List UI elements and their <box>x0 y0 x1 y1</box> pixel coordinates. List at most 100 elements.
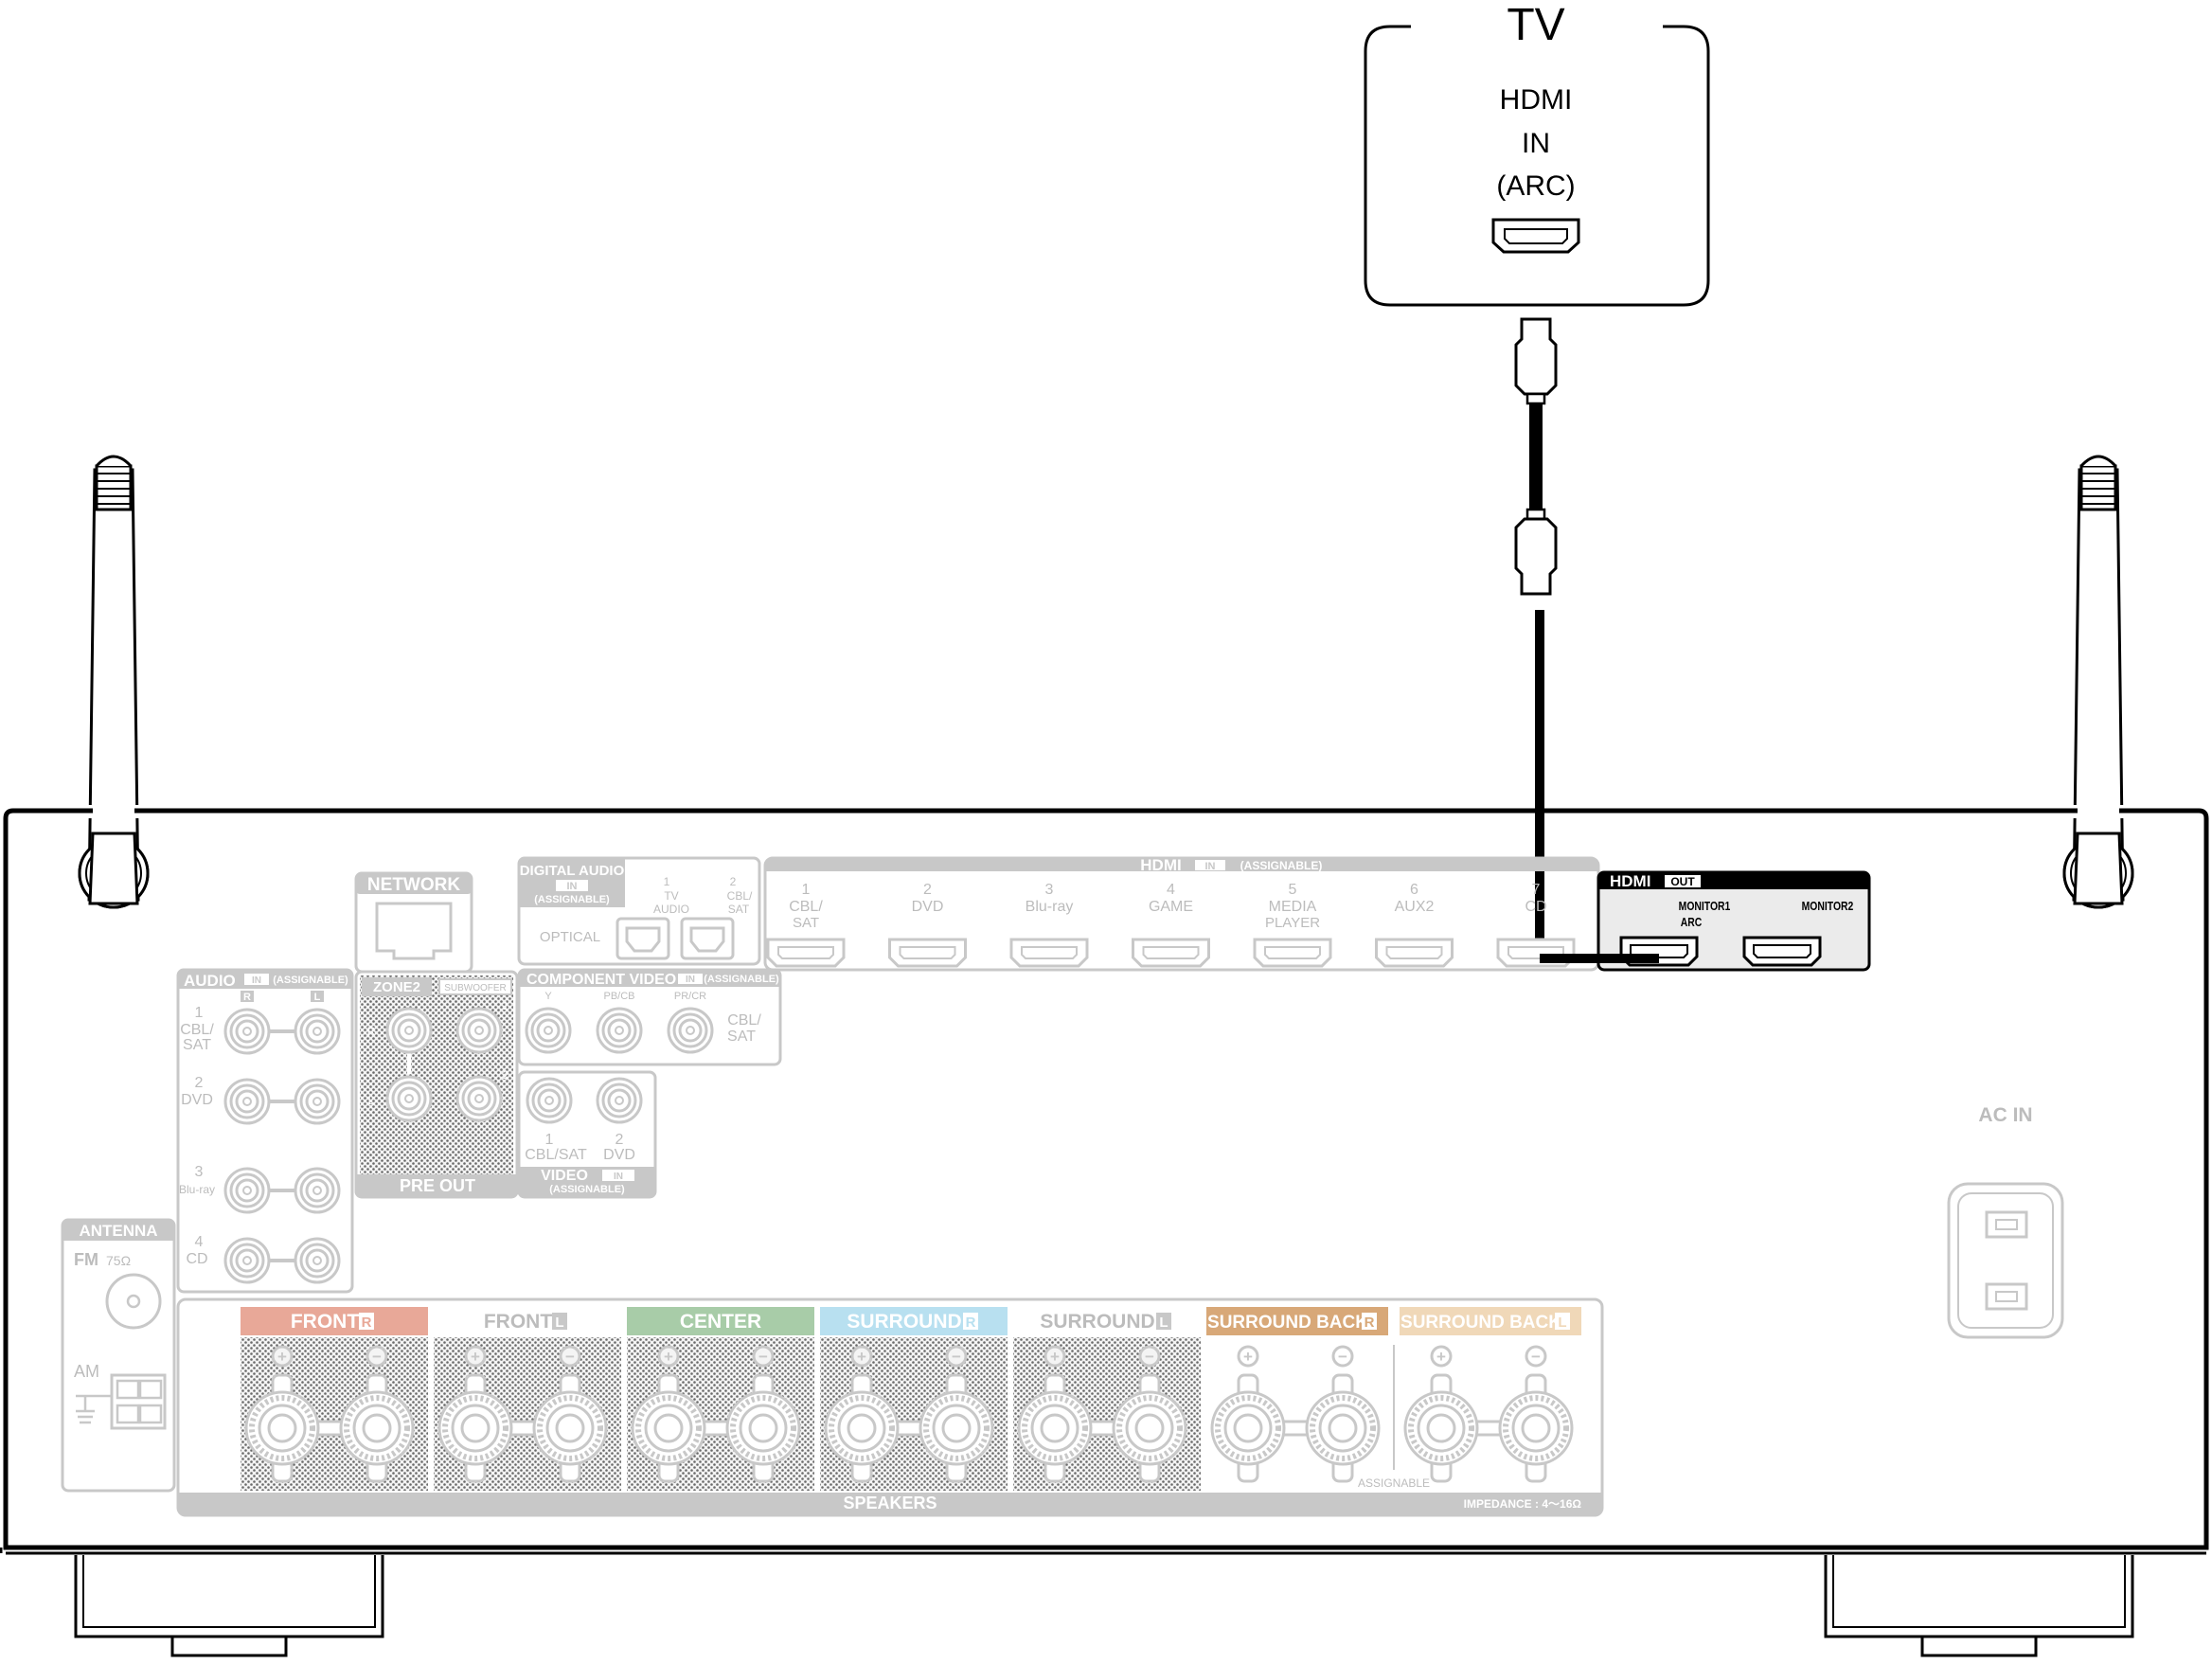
speaker-channel-center: CENTER+− <box>627 1307 814 1491</box>
tv-device: TV HDMI IN (ARC) <box>1364 0 1710 307</box>
speaker-terminal-plus <box>1017 1373 1093 1483</box>
fm-label: FM <box>74 1250 98 1269</box>
speaker-terminal-plus <box>824 1373 900 1483</box>
video-in-assignable: (ASSIGNABLE) <box>549 1184 625 1195</box>
optical-label: OPTICAL <box>540 929 600 945</box>
speaker-terminal-plus <box>437 1373 513 1483</box>
rca-jack-l <box>294 1078 341 1125</box>
rca-jack-l <box>294 1008 341 1055</box>
speaker-channel-label: SURROUND <box>1040 1311 1154 1333</box>
video-in-panel: VIDEO IN (ASSIGNABLE) 1 CBL/SAT 2 DVD <box>517 1070 657 1199</box>
speaker-terminal-minus <box>725 1373 801 1483</box>
digital-audio-in-panel: DIGITAL AUDIO IN (ASSIGNABLE) OPTICAL 1 … <box>517 856 761 966</box>
component-video-title: COMPONENT VIDEO <box>526 972 676 988</box>
speaker-channel-label: FRONT <box>484 1311 552 1333</box>
component-pr-label: PR/CR <box>674 991 706 1002</box>
pre-out-panel: PRE OUT ZONE2 SUBWOOFER 1 2 R L <box>354 970 519 1199</box>
speaker-minus-sign: − <box>1145 1348 1154 1366</box>
speaker-channel-side: L <box>1558 1315 1566 1331</box>
speaker-channel-label: FRONT <box>291 1311 359 1333</box>
audio-in-row-number: 4 <box>195 1234 204 1250</box>
av-receiver-body <box>0 808 2209 1555</box>
speaker-channel-side: R <box>966 1315 976 1331</box>
hdmi-in-port-number: 3 <box>1045 882 1054 898</box>
speaker-terminal-plus <box>1210 1373 1286 1483</box>
receiver-foot-right <box>1824 1555 2134 1657</box>
speaker-channel-label: CENTER <box>680 1311 761 1333</box>
audio-in-row-name-line1: Blu-ray <box>179 1183 215 1196</box>
ac-in-label: AC IN <box>1978 1104 2032 1126</box>
subwoofer-label: SUBWOOFER <box>444 983 507 993</box>
speaker-channel-label: SURROUND BACK <box>1207 1313 1368 1333</box>
component-source-line1: CBL/ <box>727 1012 761 1029</box>
rca-jack-l <box>294 1237 341 1284</box>
monitor1-label: MONITOR1 <box>1679 900 1731 913</box>
speaker-terminal-minus <box>532 1373 608 1483</box>
video-in-jack-2 <box>596 1077 643 1124</box>
pre-out-title: PRE OUT <box>400 1176 475 1195</box>
optical-port-2-name-line2: SAT <box>728 903 750 916</box>
assignable-label: ASSIGNABLE <box>1358 1476 1430 1490</box>
hdmi-in-badge: IN <box>1205 861 1216 872</box>
tv-title: TV <box>1507 0 1564 50</box>
audio-in-row-4: 4CD <box>186 1234 341 1284</box>
receiver-foot-left <box>74 1555 384 1657</box>
hdmi-port-icon <box>1009 938 1089 968</box>
subwoofer-2-label: 2 <box>503 1068 509 1082</box>
video-in-port1-name: CBL/SAT <box>525 1147 587 1163</box>
am-antenna-terminal-icon <box>76 1373 167 1430</box>
hdmi-in-port-number: 7 <box>1532 882 1541 898</box>
speaker-terminal-minus <box>1112 1373 1187 1483</box>
optical-port-2-number: 2 <box>730 875 737 888</box>
zone2-label: ZONE2 <box>373 979 420 995</box>
video-in-title: VIDEO <box>541 1168 588 1184</box>
audio-in-row-name-line1: CBL/ <box>180 1022 214 1038</box>
zone2-l-jack <box>385 1075 433 1122</box>
subwoofer-1-label: 1 <box>503 999 509 1012</box>
component-video-panel: COMPONENT VIDEO IN (ASSIGNABLE) Y PB/CB … <box>517 968 782 1066</box>
speaker-minus-sign: − <box>1531 1348 1541 1366</box>
speaker-channel-side: R <box>1365 1315 1375 1331</box>
hdmi-in-port-name-line1: AUX2 <box>1395 899 1435 915</box>
hdmi-in-port-name-line1: MEDIA <box>1269 899 1317 915</box>
component-video-assignable: (ASSIGNABLE) <box>704 974 779 985</box>
speaker-plus-sign: + <box>471 1348 480 1366</box>
audio-in-badge: IN <box>252 975 261 986</box>
speaker-channel-label: SURROUND <box>847 1311 961 1333</box>
hdmi-in-port-name-line1: CD <box>1525 899 1546 915</box>
hdmi-in-port-name-line1: CBL/ <box>789 899 823 915</box>
rca-jack-r <box>223 1078 271 1125</box>
rca-jack-r <box>223 1167 271 1214</box>
hdmi-out-title: HDMI <box>1610 872 1650 890</box>
tv-input-label-arc: (ARC) <box>1496 170 1575 202</box>
audio-in-row-number: 3 <box>195 1164 204 1180</box>
speaker-terminal-plus <box>244 1373 320 1483</box>
component-pr-jack <box>667 1007 714 1054</box>
speaker-minus-sign: − <box>952 1348 961 1366</box>
hdmi-out-panel: HDMI OUT MONITOR1 ARC MONITOR2 <box>1597 870 1871 972</box>
hdmi-in-port-number: 5 <box>1289 882 1297 898</box>
hdmi-in-port-name-line1: GAME <box>1149 899 1193 915</box>
zone2-r-label: R <box>367 1025 376 1038</box>
speaker-terminal-minus <box>919 1373 994 1483</box>
hdmi-plug-top-icon <box>1514 317 1558 396</box>
subwoofer-1-jack <box>455 1007 503 1054</box>
audio-in-row-name-line2: SAT <box>183 1037 211 1053</box>
speaker-terminal-minus <box>339 1373 415 1483</box>
speaker-terminal-minus <box>1305 1373 1381 1483</box>
component-pb-jack <box>596 1007 643 1054</box>
optical-port-1-number: 1 <box>664 875 670 888</box>
